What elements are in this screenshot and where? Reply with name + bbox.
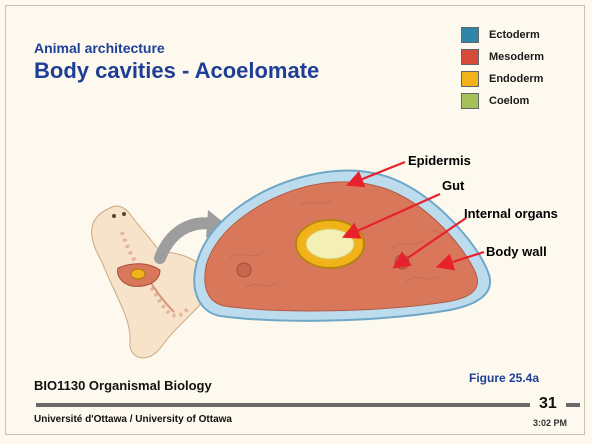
page-number: 31	[539, 395, 557, 413]
footer-divider	[36, 403, 530, 407]
body-wall-label: Body wall	[486, 244, 547, 259]
internal-organs-label: Internal organs	[464, 206, 558, 221]
figure-reference: Figure 25.4a	[469, 371, 539, 385]
university-name: Université d'Ottawa / University of Otta…	[34, 414, 232, 425]
cross-section	[194, 171, 490, 321]
gut-label: Gut	[442, 178, 464, 193]
course-name: BIO1130 Organismal Biology	[34, 378, 212, 393]
footer-divider-end	[566, 403, 580, 407]
epidermis-label: Epidermis	[408, 153, 471, 168]
clock-time: 3:02 PM	[533, 418, 567, 428]
